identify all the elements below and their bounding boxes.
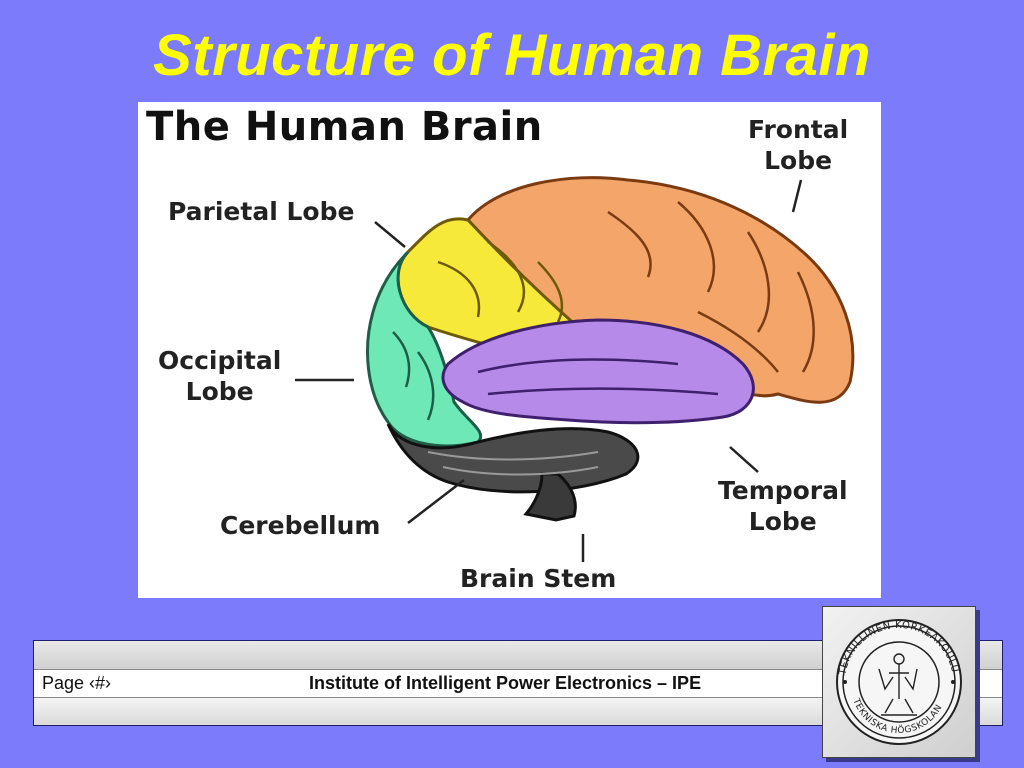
university-seal-box: TEKNILLINEN KORKEAKOULU TEKNISKA HÖGSKOL…: [822, 606, 976, 758]
parietal-folds: [437, 240, 564, 323]
leader-lines: [295, 179, 803, 562]
frontal-leader: [791, 179, 803, 213]
occipital-folds: [392, 331, 435, 421]
label-brain-stem: Brain Stem: [460, 564, 617, 593]
cerebellum-folds: [427, 451, 599, 476]
temporal-folds: [477, 358, 719, 396]
label-temporal-line1: Temporal: [718, 476, 848, 505]
temporal-lobe: [441, 318, 755, 425]
label-temporal-lobe: Temporal Lobe: [718, 475, 848, 537]
cerebellum-leader: [407, 479, 465, 524]
diagram-heading: The Human Brain: [146, 104, 543, 150]
label-cerebellum: Cerebellum: [220, 511, 381, 540]
seal-figure-icon: [878, 653, 918, 716]
footer-page-number: Page ‹#›: [42, 673, 112, 693]
parietal-leader: [374, 221, 406, 248]
slide-title: Structure of Human Brain: [153, 23, 871, 88]
label-occipital-line2: Lobe: [185, 377, 254, 406]
footer-institute-name: Institute of Intelligent Power Electroni…: [309, 673, 702, 693]
university-seal-icon: TEKNILLINEN KORKEAKOULU TEKNISKA HÖGSKOL…: [836, 619, 962, 745]
label-frontal-lobe: Frontal Lobe: [748, 114, 848, 176]
frontal-folds: [607, 201, 815, 373]
label-occipital-line1: Occipital: [158, 346, 282, 375]
label-frontal-line1: Frontal: [748, 115, 849, 144]
temporal-leader: [729, 446, 759, 473]
brain-stem: [523, 472, 577, 522]
label-occipital-lobe: Occipital Lobe: [158, 345, 281, 407]
brain-diagram: The Human Brain Frontal Lobe Parietal Lo…: [138, 102, 881, 598]
cerebellum: [386, 423, 640, 494]
label-parietal-lobe: Parietal Lobe: [168, 197, 355, 226]
label-frontal-line2: Lobe: [764, 146, 833, 175]
label-temporal-line2: Lobe: [748, 507, 817, 536]
brain-illustration: [295, 176, 855, 562]
